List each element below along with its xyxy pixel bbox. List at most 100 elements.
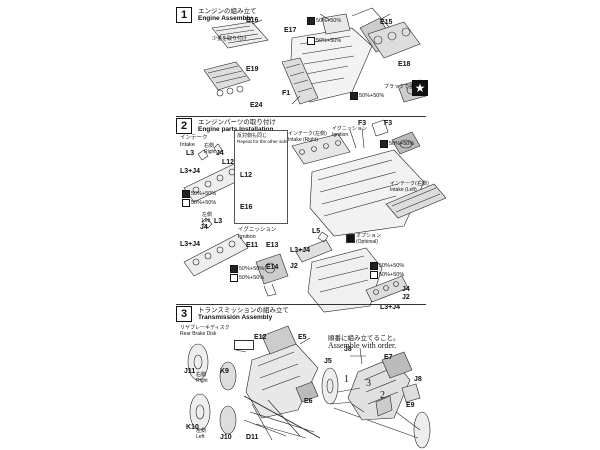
step3-label-k10: K10 <box>186 424 199 431</box>
step1-paint-1: 50%+50% <box>307 17 341 25</box>
star-icon: ★ <box>412 80 428 96</box>
step3-label-e6: E6 <box>304 398 313 405</box>
step2-label-e11: E11 <box>246 242 259 249</box>
order-number-3: 3 <box>366 378 371 389</box>
paint-swatch-icon <box>230 265 238 273</box>
step3-label-d11: D11 <box>246 434 259 441</box>
step2-label-j4-a: J4 <box>216 150 224 157</box>
paint-swatch-icon <box>182 190 190 198</box>
step2-intake-left-en: Intake (Left) <box>390 187 417 193</box>
step2-ignition-jp: イグニッション <box>238 227 277 233</box>
step1-number: 1 <box>176 7 192 23</box>
order-number-2: 2 <box>380 390 385 401</box>
step3-right-assembly-art <box>321 347 431 449</box>
step2-ignition-en-2: Ignition <box>332 132 349 138</box>
step2-ignition-en: Ignition <box>238 234 256 240</box>
step2-paint-4: 50%+50% <box>230 274 264 282</box>
step1-label-e19: E19 <box>246 66 259 73</box>
step2-label-l3-a: L3 <box>186 150 195 157</box>
step2-label-l3j4-a: L3+J4 <box>180 168 201 175</box>
step3-decal-box <box>234 340 254 350</box>
paint-ratio: 50%+50% <box>359 92 385 99</box>
paint-ratio: 50%+50% <box>191 190 217 197</box>
step2-title-en: Engine parts Installation <box>198 126 273 133</box>
step2-tag-left-jp: 左側 <box>202 212 213 218</box>
step2-paint-3: 50%+50% <box>230 265 264 273</box>
step1-paint-3: 50%+50% <box>350 92 384 100</box>
paint-ratio: 50%+50% <box>316 17 342 24</box>
step3-rear-disk-jp: リヤブレーキディスク <box>180 325 230 331</box>
step3-order-jp: 順番に組み立てること。 <box>328 334 400 342</box>
step2-label-f3-b: F3 <box>384 120 393 127</box>
paint-swatch-icon <box>370 262 378 270</box>
step3-label-j10: J10 <box>220 434 232 441</box>
step2-intake-jp: インテーク <box>180 135 208 141</box>
step3-tag-left-jp: 左側 <box>196 428 207 434</box>
repeat-for-other-side-box <box>234 130 288 224</box>
divider-1 <box>176 116 426 117</box>
step1-label-e18: E18 <box>398 61 411 68</box>
step2-number: 2 <box>176 118 192 134</box>
step1-decal-note: ブラックで塗装 <box>384 84 420 90</box>
step3-label-e7: E7 <box>384 354 393 361</box>
paint-swatch-icon <box>350 92 358 100</box>
step2-lower-engine-art <box>295 231 409 313</box>
step3-rear-disk-en: Rear Brake Disk <box>180 331 217 337</box>
step2-label-j2-b: J2 <box>402 294 410 301</box>
step3-label-k9: K9 <box>220 368 229 375</box>
step3-tag-right-en: Right <box>196 378 208 384</box>
paint-ratio: 50%+50% <box>191 199 217 206</box>
paint-swatch-icon <box>370 271 378 279</box>
step3-label-e5: E5 <box>298 334 307 341</box>
step2-repeat-en: Repeat for the other side <box>237 139 288 144</box>
step2-intake-right-jp: インテーク(左側) <box>288 131 327 137</box>
step3-tag-left-en: Left <box>196 434 205 440</box>
step3-label-e9: E9 <box>406 402 415 409</box>
step2-label-l3j4-c: L3+J4 <box>290 247 311 254</box>
step1-label-e16: E16 <box>246 17 259 24</box>
step2-label-f3-a: F3 <box>358 120 367 127</box>
step1-label-e15: E15 <box>380 19 393 26</box>
step2-label-l12-b: L12 <box>240 172 253 179</box>
step2-label-e14: E14 <box>266 264 279 271</box>
step1-small-note: 少量を取り付け <box>212 36 248 42</box>
paint-swatch-icon <box>307 37 315 45</box>
step3-transmission-art <box>235 325 321 441</box>
step2-option-en: (Optional) <box>356 239 378 245</box>
order-number-1: 1 <box>344 374 349 385</box>
step3-label-e12: E12 <box>254 334 267 341</box>
step1-paint-2: 50%+50% <box>307 37 341 45</box>
step2-repeat-jp: 反対側も同じ <box>237 133 268 139</box>
step2-label-e13: E13 <box>266 242 279 249</box>
step2-tag-left-en: Left <box>202 218 211 224</box>
step3-title-en: Transmission Assembly <box>198 314 273 321</box>
step2-left-art <box>183 143 249 277</box>
step2-paint-5: 50%+50% <box>380 140 414 148</box>
step2-label-j4-b: J4 <box>200 224 208 231</box>
step2-tag-right-en: Right <box>204 149 216 155</box>
step1-label-e24: E24 <box>250 102 263 109</box>
step2-label-l12-a: L12 <box>222 159 235 166</box>
step1-title-en: Engine Assembly <box>198 15 252 22</box>
option-marker-icon <box>346 234 355 243</box>
step3-label-j8-a: J8 <box>344 346 352 353</box>
step2-label-j2-a: J2 <box>290 263 298 270</box>
paint-swatch-icon <box>230 274 238 282</box>
step2-paint-2: 50%+50% <box>182 199 216 207</box>
step3-label-j8-b: J8 <box>414 376 422 383</box>
step2-paint-7: 50%+50% <box>370 271 404 279</box>
step3-label-j5: J5 <box>324 358 332 365</box>
step2-intake-en: Intake <box>180 142 195 148</box>
step2-option-jp: オプション <box>356 233 382 239</box>
paint-ratio: 50%+50% <box>239 274 265 281</box>
step2-title-jp: エンジンパーツの取り付け <box>198 118 276 126</box>
step2-label-l3j4-d: L3+J4 <box>380 304 401 311</box>
step3-title-jp: トランスミッションの組み立て <box>198 306 289 314</box>
paint-ratio: 50%+50% <box>316 37 342 44</box>
step2-intake-left-jp: インテーク(右側) <box>390 181 429 187</box>
step1-label-f1: F1 <box>282 90 291 97</box>
step2-label-l3j4-b: L3+J4 <box>180 241 201 248</box>
step2-tag-right-jp: 右側 <box>204 143 215 149</box>
